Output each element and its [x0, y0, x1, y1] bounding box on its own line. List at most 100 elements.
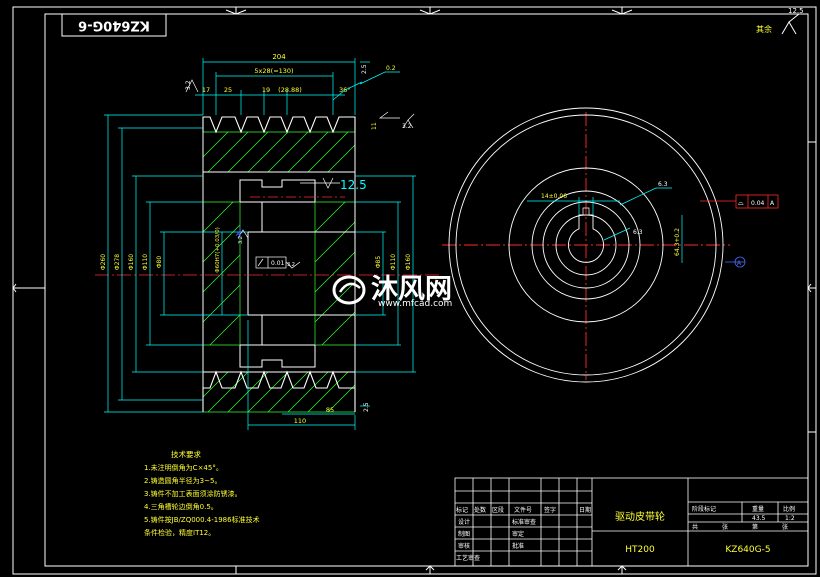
note-1: 1.未注明倒角为C×45°。	[144, 463, 223, 472]
pitch-dim-1: 17	[202, 86, 210, 94]
material: HT200	[625, 545, 655, 555]
rev-header-4: 文件号	[514, 506, 532, 514]
watermark-brand: 沐风网	[371, 274, 452, 305]
pitch-dim-4: (28.88)	[278, 86, 302, 94]
fcf-value: 0.04	[751, 200, 765, 207]
watermark: 沐风网 www.mfcad.com	[332, 274, 452, 309]
technical-notes: 技术要求 1.未注明倒角为C×45°。 2.铸造圆角半径为3~5。 3.铸件不加…	[144, 449, 260, 537]
rev-header-3: 区段	[492, 506, 504, 514]
section-outline	[202, 117, 356, 412]
approval-standard: 标准审查	[512, 518, 536, 526]
rev-header-1: 标记	[456, 506, 468, 514]
depth-dim: 11	[371, 122, 378, 130]
note-2: 2.铸造圆角半径为3~5。	[144, 476, 221, 485]
watermark-logo	[332, 275, 366, 305]
drawing-border	[12, 6, 817, 575]
dia-right-2: Φ110	[390, 254, 397, 270]
dia-left-5: Φ80	[156, 256, 163, 269]
pitch-dim-3: 19	[262, 86, 270, 94]
groove-profile-bottom	[202, 370, 356, 412]
chamfer-bottom-value: 2.5	[363, 402, 370, 412]
part-name: 驱动皮带轮	[615, 510, 665, 523]
bore-with-keyway	[568, 214, 604, 263]
bottom-dimensions: 110 85 2.5	[247, 320, 370, 430]
dia-right-1: Φ85	[375, 256, 382, 269]
top-dimensions: 204 5x28(=130) 17 25 19 (28.88) 36°	[195, 53, 363, 115]
outer-rim-circle	[448, 107, 724, 383]
sheet-num-unit: 张	[782, 523, 788, 531]
roughness-right-top: 3.2	[402, 123, 412, 130]
weight-value: 43.5	[752, 515, 766, 522]
sheet-total-unit: 张	[722, 523, 728, 531]
bore-dim-text: Φ60H7(+0.03/0)	[215, 227, 221, 272]
rev-header-2: 处数	[474, 506, 486, 514]
note-4: 4.三角槽轮边倒角0.5。	[144, 502, 218, 511]
role-drawing: 制图	[458, 530, 470, 538]
end-roughness-a: 6.3	[658, 181, 668, 188]
section-datum-label: A	[236, 231, 241, 238]
hub-circle	[531, 190, 641, 300]
end-datum-label: A	[737, 260, 742, 267]
title-block: 标记 处数 区段 文件号 签字 日期 设计 制图 审核 工艺审查 标准审查 审定…	[454, 477, 809, 567]
bore-roughness-2: 3.2	[287, 262, 295, 268]
dia-left-4: Φ110	[142, 254, 149, 270]
sheet-num-label: 第	[752, 523, 758, 531]
end-datum: A	[725, 256, 746, 268]
general-roughness-note: 其余 12.5	[756, 7, 806, 35]
pitch-dim-2: 25	[224, 86, 232, 94]
rev-header-6: 日期	[579, 506, 591, 514]
bottom-dim-1: 110	[294, 417, 306, 425]
end-roughness-b: 6.3	[633, 229, 643, 236]
depth-dim-text: 64.3+0.2	[674, 228, 681, 256]
scale-label: 比例	[783, 505, 795, 513]
chamfer-top-value: 2.5	[361, 64, 368, 74]
bottom-dim-2: 85	[326, 406, 334, 414]
bore-dim: Φ60H7(+0.03/0) 0.01 3.2 3.2	[215, 227, 301, 315]
section-hatching	[202, 131, 356, 413]
role-process: 工艺审查	[456, 554, 480, 562]
role-design: 设计	[458, 518, 470, 526]
drawing-number: KZ640G-5	[725, 545, 770, 555]
bore-tolerance: 0.01	[271, 260, 285, 267]
scale-value: 1:2	[785, 515, 795, 522]
right-diameter-dims: Φ85 Φ110 Φ160	[355, 175, 416, 373]
overall-width-dim: 204	[272, 53, 286, 61]
note-3: 3.铸件不加工表面须涂防锈漆。	[144, 489, 242, 498]
watermark-site: www.mfcad.com	[378, 299, 452, 309]
role-review: 审核	[458, 542, 470, 550]
section-datum: A	[236, 227, 241, 238]
fcf-datum: A	[770, 200, 775, 207]
rev-header-5: 签字	[544, 506, 556, 514]
dia-left-2: Φ278	[114, 254, 121, 270]
approval-approve: 批准	[512, 542, 524, 550]
mid-roughness-value: 12.5	[340, 178, 367, 192]
keyway-dim: 14±0.06	[541, 193, 567, 200]
left-diameter-dims: Φ260 Φ278 Φ160 Φ110 Φ80	[100, 114, 248, 413]
feature-control-frame: ⌓ 0.04 A	[700, 194, 779, 209]
end-view: 14±0.06 64.3+0.2 6.3 6.3 ⌓ 0.04 A A	[442, 107, 779, 383]
groove-profile-top	[202, 116, 356, 134]
groove-span-dim: 5x28(=130)	[254, 67, 293, 75]
dia-left-1: Φ260	[100, 254, 107, 270]
notes-heading: 技术要求	[171, 449, 201, 459]
title-stamp-text: KZ640G-6	[78, 18, 150, 33]
dia-right-3: Φ160	[405, 254, 412, 270]
bore-roughness: 3.2	[238, 236, 244, 244]
runout-top-value: 0.2	[386, 65, 396, 72]
section-top-annotations: 3.2 2.5 0.2 3.2 11	[185, 61, 415, 130]
note-5: 5.铸件按JB/ZQ000.4-1986标准技术	[144, 515, 260, 524]
sheet-total-label: 共	[692, 523, 698, 531]
corner-roughness-value: 12.5	[788, 7, 804, 15]
title-stamp-box: KZ640G-6	[61, 13, 167, 37]
roughness-top-left: 3.2	[185, 80, 192, 90]
hub-outer-circle	[508, 167, 664, 323]
section-view: 204 5x28(=130) 17 25 19 (28.88) 36° 3.2 …	[95, 53, 440, 430]
mid-roughness-mark: 12.5	[300, 177, 367, 192]
weight-label: 重量	[752, 505, 764, 513]
dia-left-3: Φ160	[128, 254, 135, 270]
stage-label: 阶段标记	[692, 505, 716, 513]
rim-inner-circle	[455, 114, 717, 376]
note-6: 条件检验，精度IT12。	[144, 528, 215, 537]
hub-inner-circle	[542, 201, 630, 289]
